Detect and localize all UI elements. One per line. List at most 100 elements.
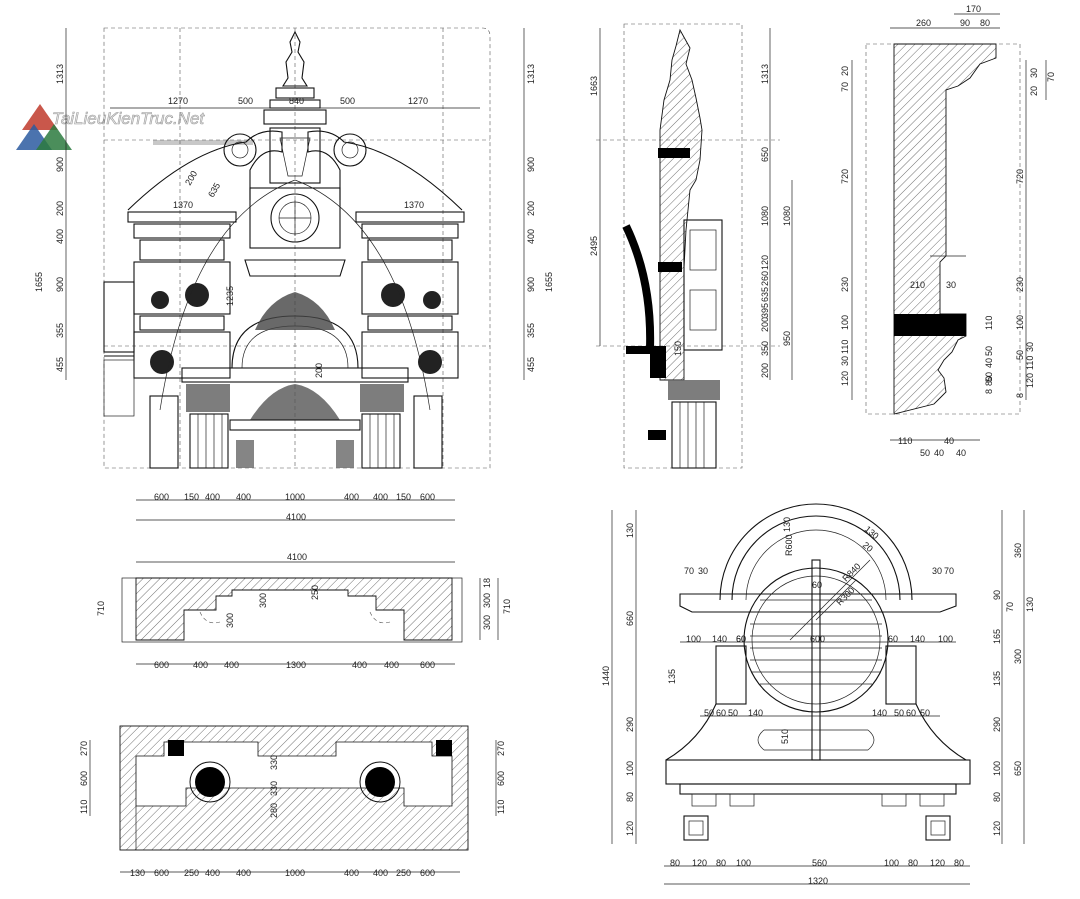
dim-label: 100 (736, 858, 751, 868)
dim-label: 90 (992, 590, 1002, 600)
dim-label: 1270 (168, 96, 188, 106)
dim-label: 20 (840, 66, 850, 76)
cornice-detail: 170 260 90 80 20 70 720 230 100 110 30 1… (840, 4, 1056, 458)
dim-label: 900 (526, 157, 536, 172)
dim-label: 635 (206, 181, 222, 199)
dim-label: 120 (992, 821, 1002, 836)
dim-label: 70 (684, 566, 694, 576)
dim-label: 50 (1015, 350, 1025, 360)
dim-label: R840 (840, 561, 862, 583)
dim-label: 250 (396, 868, 411, 878)
dim-label: 40 (934, 448, 944, 458)
dim-label: 400 (205, 868, 220, 878)
dim-label: 500 (340, 96, 355, 106)
dim-label: 8 (984, 389, 994, 394)
dim-label: 110 (840, 340, 850, 354)
dim-label: 635 (760, 287, 770, 302)
dim-label: 400 (352, 660, 367, 670)
right-column-group (355, 211, 465, 379)
dim-label: 600 (79, 771, 89, 786)
dim-label: 30 (698, 566, 708, 576)
dim-label: 300 (225, 613, 235, 628)
dim-label: 510 (780, 729, 790, 744)
dim-label: 230 (1015, 277, 1025, 292)
dim-label: 18 (482, 578, 492, 588)
watermark-logo: TaiLieuKienTruc.Net (16, 104, 253, 150)
front-elevation: 1270 500 840 500 1270 1370 1370 1313 900… (34, 27, 554, 522)
dim-label: R600 (784, 534, 794, 556)
dim-label: 1370 (173, 200, 193, 210)
dim-label: 600 (420, 868, 435, 878)
dim-label: 330 (269, 781, 279, 796)
dim-label: 60 (716, 708, 726, 718)
dim-label: 140 (872, 708, 887, 718)
dim-label: 300 (258, 593, 268, 608)
dim-label: 1000 (285, 492, 305, 502)
dim-label: 1370 (404, 200, 424, 210)
dim-label: 600 (420, 492, 435, 502)
dim-label: 20 (861, 540, 875, 554)
window-detail: 70 30 30 70 130 130 20 R840 R300 R600 60… (601, 503, 1035, 886)
dim-label: 400 (344, 868, 359, 878)
dim-label: 400 (373, 868, 388, 878)
dim-label: 80 (716, 858, 726, 868)
dim-label: 400 (55, 229, 65, 244)
dim-label: 120 (930, 858, 945, 868)
dim-label: 90 (960, 18, 970, 28)
dim-label: 80 (670, 858, 680, 868)
dim-label: 135 (667, 669, 677, 684)
dim-label: 110 (898, 436, 912, 446)
dim-label: 140 (910, 634, 925, 644)
dim-label: 230 (840, 277, 850, 292)
dim-label: 130 (625, 523, 635, 538)
dim-label: 70 (840, 82, 850, 92)
dim-label: 950 (782, 331, 792, 346)
side-section: 1663 2495 150 1313 650 1080 1080 120 260… (589, 23, 793, 469)
dim-label: 110 (496, 800, 506, 814)
dim-label: 360 (1013, 543, 1023, 558)
dim-label: 400 (205, 492, 220, 502)
dim-label: 50 (984, 372, 994, 382)
dim-label: 130 (782, 517, 792, 532)
dim-label: 1080 (782, 206, 792, 226)
dim-label: 150 (184, 492, 199, 502)
dim-label: 600 (420, 660, 435, 670)
dim-label: 60 (812, 580, 822, 590)
dim-label: 270 (496, 741, 506, 756)
dim-label: 40 (984, 358, 994, 368)
dim-label: 300 (1013, 649, 1023, 664)
dim-label: 720 (1015, 169, 1025, 184)
dim-label: 100 (1015, 315, 1025, 330)
dim-label: 900 (526, 277, 536, 292)
dim-label: 200 (183, 169, 199, 187)
dim-label: 355 (526, 323, 536, 338)
dim-label: 400 (236, 868, 251, 878)
dim-label: 30 (946, 280, 956, 290)
dim-label: 60 (906, 708, 916, 718)
dim-label: 150 (396, 492, 411, 502)
dim-label: 1300 (286, 660, 306, 670)
dim-label: 600 (154, 492, 169, 502)
dim-label: 4100 (287, 552, 307, 562)
dim-label: 900 (55, 157, 65, 172)
dim-label: 40 (944, 436, 954, 446)
dim-label: 165 (992, 629, 1002, 644)
dim-label: 130 (1025, 597, 1035, 612)
dim-label: 70 (1005, 602, 1015, 612)
dim-label: 1440 (601, 666, 611, 686)
dim-label: 110 (1025, 356, 1035, 370)
dim-label: 50 (894, 708, 904, 718)
logo-triangle-icon (22, 104, 58, 130)
dim-label: 250 (310, 585, 320, 600)
dim-label: 1663 (589, 76, 599, 96)
watermark-text: TaiLieuKienTruc.Net (52, 109, 205, 128)
dim-label: 40 (956, 448, 966, 458)
dim-label: 130 (130, 868, 145, 878)
dim-label: 260 (760, 271, 770, 286)
dim-label: 170 (966, 4, 981, 14)
dim-label: 150 (673, 341, 683, 356)
dim-label: 600 (154, 660, 169, 670)
dim-label: 50 (704, 708, 714, 718)
dim-label: 60 (736, 634, 746, 644)
